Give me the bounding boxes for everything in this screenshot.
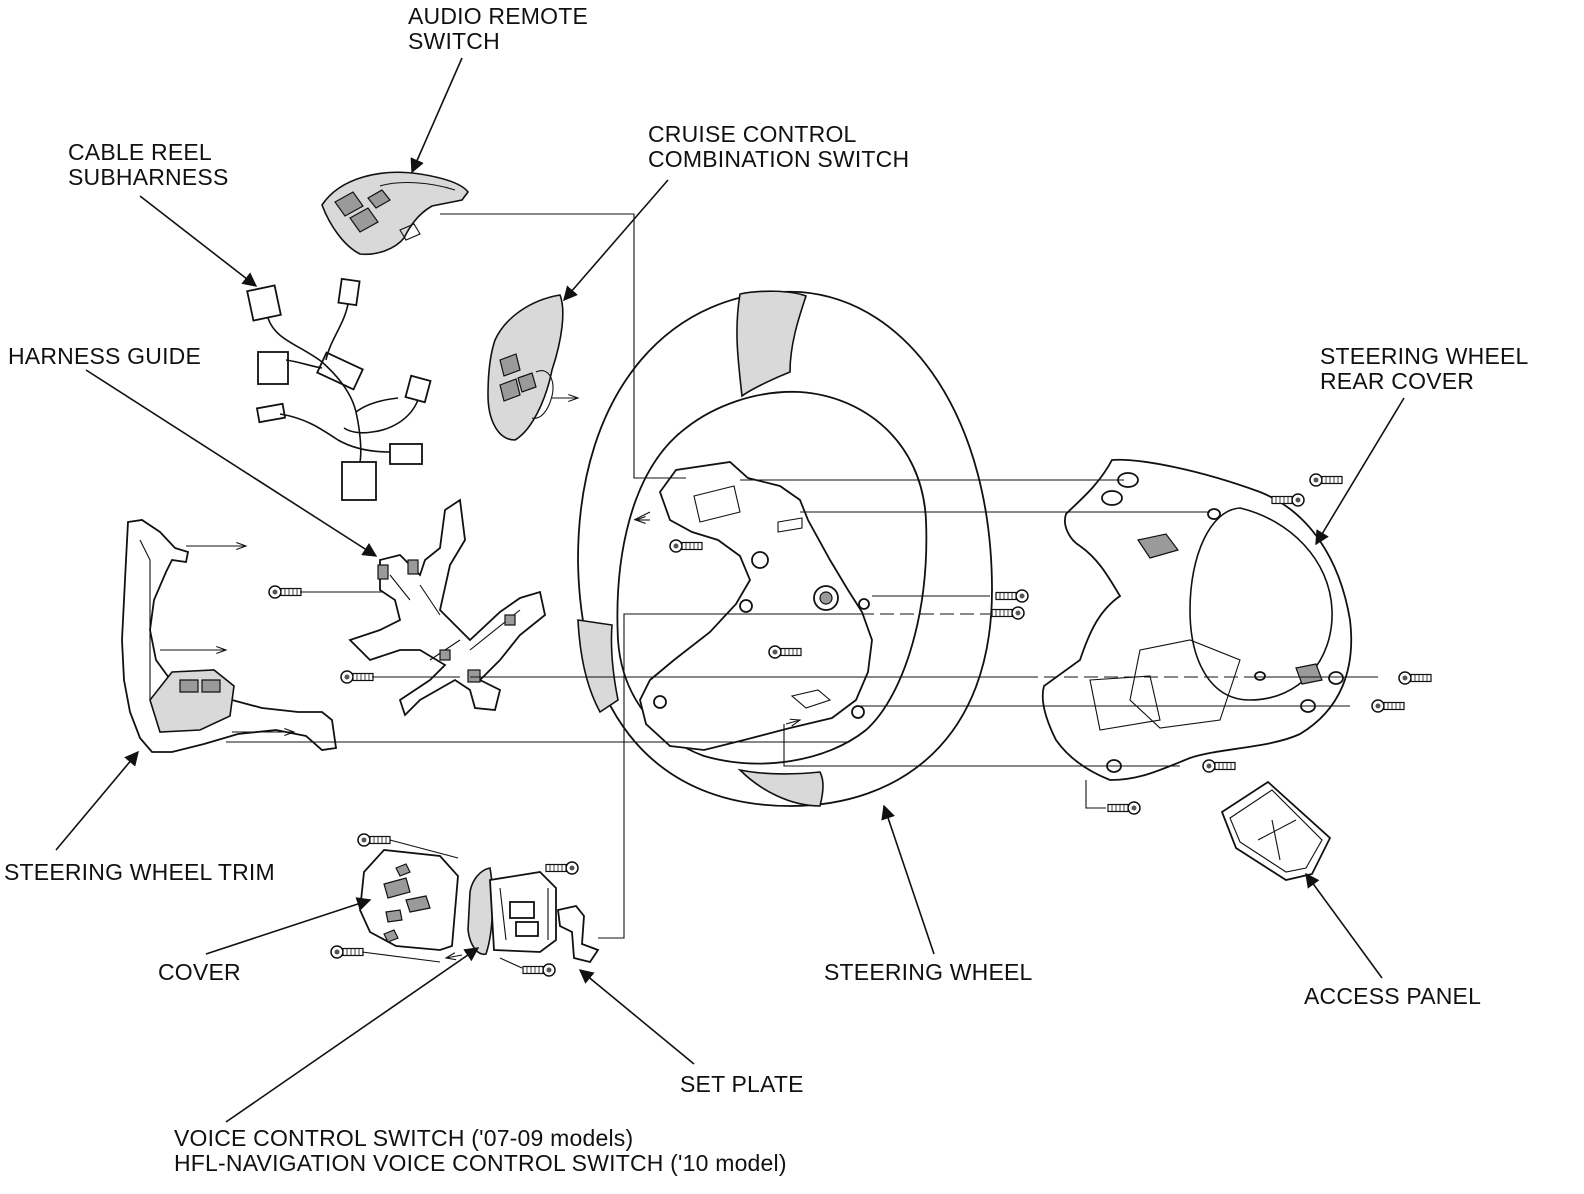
label-voice-control-switch: VOICE CONTROL SWITCH ('07-09 models) HFL… <box>174 1125 787 1176</box>
steering-wheel-part <box>577 290 993 807</box>
leader-arrows <box>55 57 1405 1123</box>
label-set-plate: SET PLATE <box>680 1071 804 1097</box>
access-panel-part <box>1220 780 1332 881</box>
voice-control-switch-part <box>467 867 557 955</box>
set-plate-part <box>557 904 600 964</box>
steering-wheel-trim-part <box>121 519 338 753</box>
label-steering-wheel-trim: STEERING WHEEL TRIM <box>4 859 275 885</box>
label-audio-remote-switch: AUDIO REMOTE SWITCH <box>408 3 589 54</box>
cover-part <box>359 849 459 951</box>
cruise-control-switch-part <box>487 294 564 441</box>
steering-wheel-rear-cover-part <box>1041 458 1353 781</box>
audio-remote-switch-part <box>321 171 470 256</box>
label-steering-wheel: STEERING WHEEL <box>824 959 1033 985</box>
label-cruise-control-combination-switch: CRUISE CONTROL COMBINATION SWITCH <box>648 121 910 172</box>
alignment-lines <box>226 213 1378 939</box>
harness-guide-part <box>348 498 546 717</box>
label-steering-wheel-rear-cover: STEERING WHEEL REAR COVER <box>1320 343 1529 394</box>
cable-reel-subharness-part <box>246 277 432 501</box>
label-cover: COVER <box>158 959 241 985</box>
label-cable-reel-subharness: CABLE REEL SUBHARNESS <box>68 139 229 190</box>
label-access-panel: ACCESS PANEL <box>1304 983 1482 1009</box>
label-harness-guide: HARNESS GUIDE <box>8 343 202 369</box>
